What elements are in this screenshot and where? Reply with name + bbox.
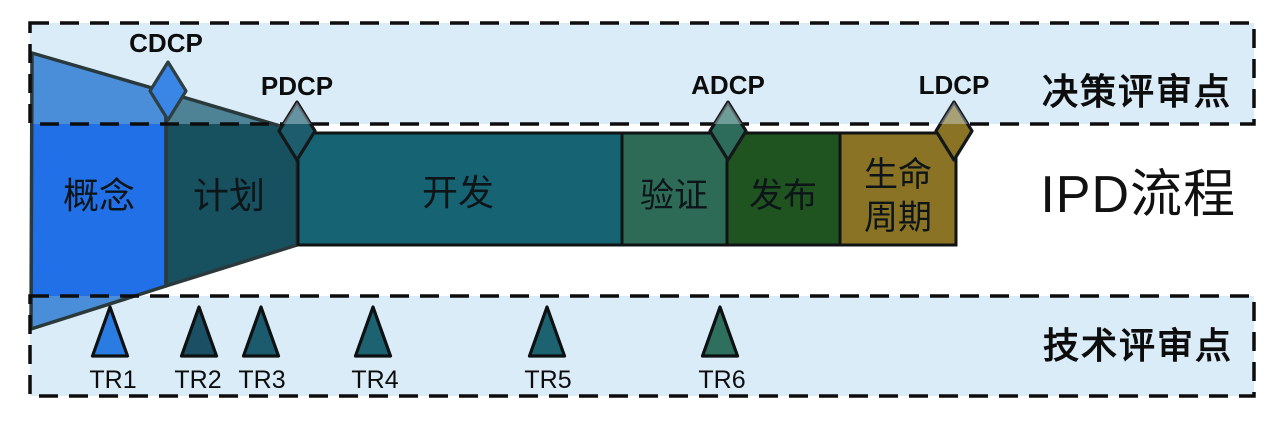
tr5-triangle (527, 305, 567, 358)
phase-release (725, 131, 842, 247)
adcp-diamond-band-tint (714, 102, 742, 124)
adcp-label: ADCP (691, 70, 765, 100)
phase-develop (296, 131, 624, 247)
phase-lifecycle (838, 131, 958, 247)
pdcp-label: PDCP (261, 71, 333, 101)
decision-lane-title: 决策评审点 (1042, 71, 1232, 112)
tr2-label: TR2 (174, 366, 221, 394)
phase-concept-funnel-top (32, 53, 166, 124)
phase-verify-label: 验证 (640, 177, 708, 215)
tr4-triangle (353, 305, 393, 358)
phase-plan (166, 124, 297, 286)
phase-lifecycle-label-line2: 周期 (864, 199, 932, 237)
phase-concept-label: 概念 (63, 175, 135, 216)
tr3-triangle (241, 305, 281, 358)
phase-verify (620, 131, 729, 247)
technical-band-dashed-border (28, 294, 1256, 398)
pdcp-diamond (277, 100, 317, 162)
tr1-triangle (90, 305, 130, 358)
cdcp-diamond (148, 60, 188, 122)
phase-lifecycle-label-line1: 生命 (864, 156, 932, 194)
ldcp-diamond (934, 100, 974, 162)
tr6-triangle (700, 305, 740, 358)
phase-plan-label: 计划 (193, 175, 265, 216)
decision-review-band (30, 23, 1254, 124)
phase-release-label: 发布 (749, 177, 817, 215)
tr6-label: TR6 (698, 366, 745, 394)
ldcp-label: LDCP (919, 70, 990, 100)
phase-concept (32, 124, 166, 296)
phase-develop-label: 开发 (422, 172, 494, 213)
tr2-triangle (179, 305, 219, 358)
process-lane-title: IPD流程 (1040, 166, 1236, 224)
tr1-label: TR1 (89, 366, 136, 394)
technical-review-band (30, 296, 1254, 396)
adcp-diamond (708, 100, 748, 162)
cdcp-label: CDCP (129, 28, 203, 58)
tr4-label: TR4 (351, 366, 398, 394)
tr5-label: TR5 (524, 366, 571, 394)
tr3-label: TR3 (238, 366, 285, 394)
technical-lane-title: 技术评审点 (1043, 325, 1233, 366)
decision-band-dashed-border (28, 21, 1256, 126)
pdcp-diamond-band-tint (283, 102, 311, 124)
ldcp-diamond-band-tint (940, 102, 968, 124)
